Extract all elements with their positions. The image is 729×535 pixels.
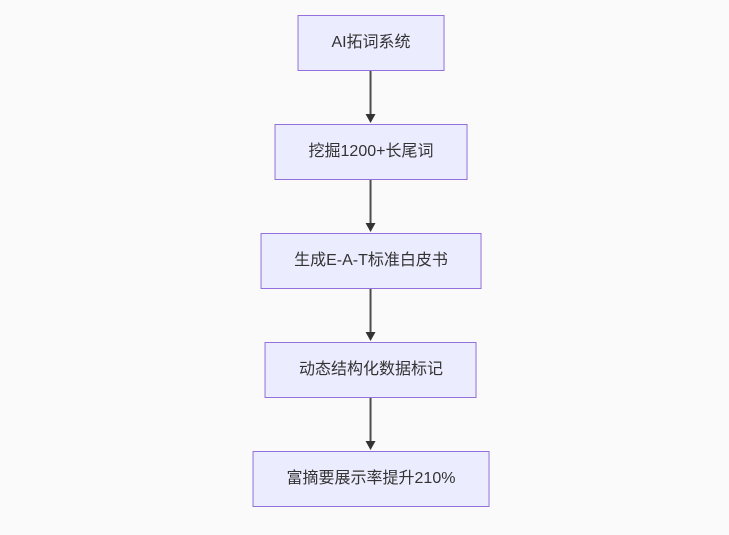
arrow-down-icon	[366, 441, 376, 450]
flowchart: AI拓词系统 挖掘1200+长尾词 生成E-A-T标准白皮书 动态结构化数据标记…	[252, 15, 490, 507]
flow-node-eat-whitepaper: 生成E-A-T标准白皮书	[260, 233, 482, 289]
flow-node-label: AI拓词系统	[331, 34, 411, 51]
arrow-line	[370, 398, 372, 442]
flow-arrow-1	[366, 71, 376, 124]
arrow-line	[370, 71, 372, 115]
arrow-down-icon	[366, 114, 376, 123]
flow-arrow-3	[366, 289, 376, 342]
flow-node-label: 动态结构化数据标记	[298, 361, 443, 378]
arrow-line	[370, 180, 372, 224]
flow-arrow-4	[366, 398, 376, 451]
arrow-down-icon	[366, 223, 376, 232]
flow-node-label: 生成E-A-T标准白皮书	[294, 252, 448, 269]
flow-node-rich-snippet-rate: 富摘要展示率提升210%	[252, 451, 490, 507]
arrow-line	[370, 289, 372, 333]
flow-node-longtail-mining: 挖掘1200+长尾词	[274, 124, 468, 180]
flow-arrow-2	[366, 180, 376, 233]
flow-node-ai-keyword-system: AI拓词系统	[297, 15, 445, 71]
flow-node-structured-data: 动态结构化数据标记	[264, 342, 477, 398]
arrow-down-icon	[366, 332, 376, 341]
flow-node-label: 富摘要展示率提升210%	[286, 470, 456, 487]
flow-node-label: 挖掘1200+长尾词	[308, 143, 434, 160]
